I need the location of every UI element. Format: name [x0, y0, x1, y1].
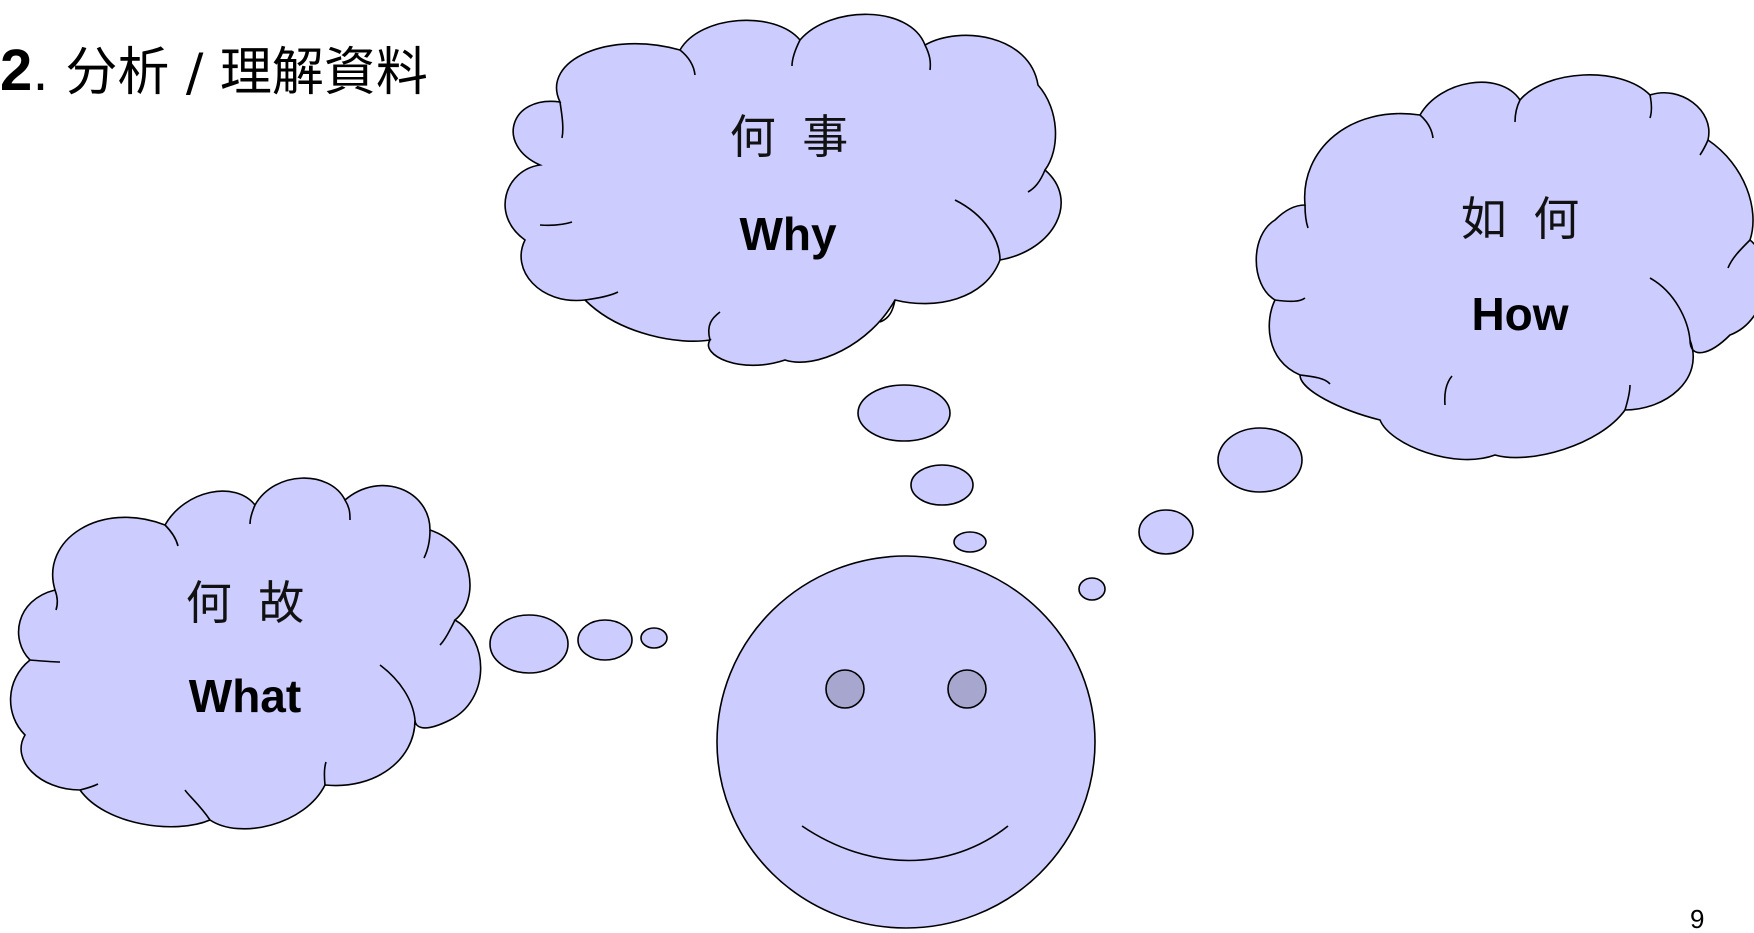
how-thought-bubble-large [1217, 427, 1303, 493]
smiley-face-left-eye [825, 669, 865, 709]
why-cloud-fold-7 [707, 311, 721, 341]
what-thought-bubble-large [489, 614, 569, 674]
why-cloud-english: Why [739, 208, 837, 260]
why-cloud-fold-5 [954, 199, 1001, 261]
why-cloud-fold-1 [679, 49, 696, 76]
slide-title: 2. 分析 / 理解資料 [0, 38, 428, 103]
why-cloud-shape [504, 13, 1062, 367]
title-text: . 分析 / 理解資料 [32, 43, 428, 103]
what-cloud-fold-6 [379, 664, 416, 721]
what-cloud-fold-2 [249, 504, 256, 525]
how-cloud-english: How [1471, 288, 1568, 340]
why-thought-bubble-medium [910, 464, 974, 506]
why-cloud-chinese: 何 事 [730, 110, 855, 164]
how-cloud-fold-3 [1649, 94, 1653, 119]
how-thought-bubble-small [1078, 577, 1106, 601]
how-cloud-shape [1255, 74, 1754, 461]
what-cloud-fold-5 [439, 619, 456, 646]
smiley-face-mouth [801, 825, 1009, 862]
what-cloud-fold-10 [29, 659, 61, 663]
how-cloud-fold-5 [1727, 239, 1751, 269]
what-cloud-fold-11 [54, 589, 59, 611]
how-cloud: 如 何 How [1255, 74, 1754, 461]
how-cloud-fold-7 [1624, 384, 1631, 411]
why-thought-bubble-small [953, 531, 987, 553]
why-cloud: 何 事 Why [504, 13, 1062, 367]
what-thought-bubble-medium [577, 619, 633, 661]
how-cloud-fold-8 [1443, 375, 1453, 406]
how-thought-bubble-medium [1138, 509, 1194, 555]
smiley-face [716, 555, 1096, 929]
page-number: 9 [1690, 904, 1704, 933]
why-thought-bubble-large [857, 384, 951, 442]
how-cloud-fold-4 [1699, 139, 1709, 156]
title-number: 2 [0, 38, 32, 103]
how-cloud-fold-1 [1419, 114, 1434, 139]
why-cloud-fold-3 [924, 44, 932, 71]
what-cloud: 何 故 What [9, 477, 482, 830]
what-cloud-shape [9, 477, 482, 830]
what-cloud-fold-4 [423, 529, 431, 559]
smiley-face-head [716, 555, 1096, 929]
how-cloud-fold-6 [1649, 277, 1691, 341]
why-cloud-fold-2 [791, 39, 801, 67]
what-cloud-fold-9 [79, 783, 99, 791]
smiley-face-right-eye [947, 669, 987, 709]
how-cloud-fold-11 [1304, 204, 1309, 229]
what-thought-bubble-small [640, 627, 668, 649]
how-cloud-fold-9 [1299, 374, 1331, 385]
why-cloud-fold-4 [1027, 169, 1046, 193]
how-cloud-fold-2 [1514, 99, 1521, 123]
why-cloud-fold-10 [559, 101, 564, 139]
what-cloud-fold-3 [344, 499, 351, 521]
why-cloud-fold-6 [879, 299, 896, 323]
what-cloud-fold-1 [164, 524, 179, 547]
why-cloud-fold-9 [539, 221, 573, 227]
why-cloud-fold-8 [584, 291, 619, 301]
what-cloud-english: What [189, 670, 301, 722]
how-cloud-fold-10 [1274, 297, 1306, 303]
what-cloud-chinese: 何 故 [186, 576, 311, 630]
what-cloud-fold-7 [323, 761, 327, 786]
how-cloud-chinese: 如 何 [1461, 192, 1586, 246]
what-cloud-fold-8 [184, 789, 211, 821]
